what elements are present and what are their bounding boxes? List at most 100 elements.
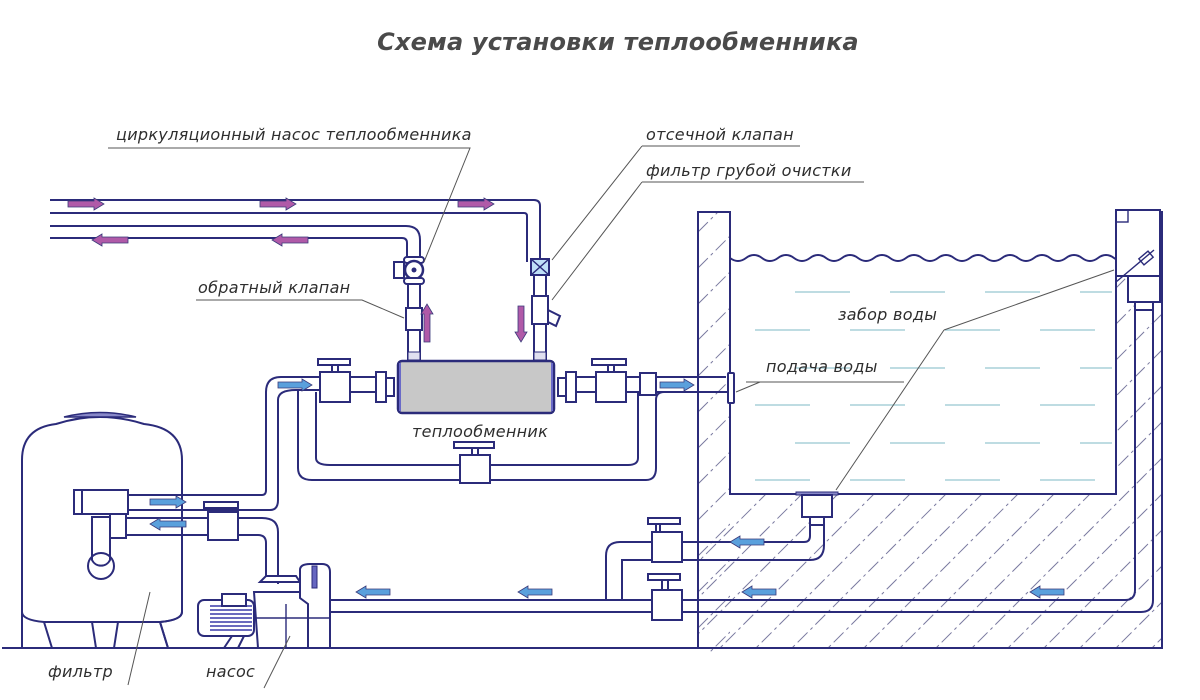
check-valve (405, 307, 423, 331)
valve-handle[interactable] (647, 517, 681, 525)
hatch-line (698, 595, 730, 629)
outlet-valve (591, 358, 627, 403)
hatch-line (887, 212, 1162, 648)
label-check-valve: обратный клапан (198, 278, 350, 297)
pool-floor-hatch (698, 200, 1200, 660)
leader-lines (108, 145, 1115, 689)
skimmer-valve (647, 573, 683, 621)
cold-flow-arrow (729, 535, 765, 549)
valve-handle[interactable] (453, 441, 495, 449)
heating-supply-top (50, 199, 541, 262)
cold-flow-arrow (277, 378, 313, 392)
hot-supply-arrow (457, 197, 495, 211)
hatch-line (698, 212, 1097, 648)
filter-outlet-pipe-top (128, 376, 320, 496)
filter-valve (203, 501, 239, 541)
hatch-line (995, 212, 1162, 648)
hot-return-arrow (91, 233, 129, 247)
valve-handle[interactable] (591, 358, 627, 366)
cold-flow-arrow (659, 378, 695, 392)
pump-strainer (299, 563, 331, 649)
hot-downcomer-arrow (514, 305, 528, 343)
hot-riser-arrow (420, 303, 434, 343)
coarse-filter (531, 295, 562, 328)
pump-to-filter-pipe-bottom (126, 534, 267, 580)
hatch-line (709, 631, 730, 652)
leader-water-intake (835, 269, 1115, 491)
skimmer-line-outer (330, 310, 1136, 601)
diagram-title: Схема установки теплообменника (377, 28, 859, 56)
cold-flow-arrow (149, 495, 187, 509)
hatch-line (1031, 212, 1162, 648)
hatch-line (698, 523, 730, 557)
hot-supply-arrow (67, 197, 105, 211)
label-shutoff-valve: отсечной клапан (646, 125, 794, 144)
hatch-line (698, 415, 730, 449)
circulation-pump-main (197, 563, 331, 649)
heat-exchanger-circulation-pump (393, 256, 425, 285)
skimmer (1115, 209, 1161, 311)
heating-return-bottom (50, 237, 408, 262)
cold-flow-arrow (517, 585, 553, 599)
leader-coarse-filter (551, 181, 864, 301)
skimmer-line-outer-b (990, 310, 1154, 613)
label-water-supply: подача воды (766, 357, 878, 376)
hatch-line (959, 212, 1162, 648)
pool-walls-outline (697, 211, 1163, 649)
hatch-line (698, 307, 730, 341)
water-surface (729, 254, 1147, 262)
hatch-line (698, 379, 730, 413)
hatch-line (1067, 212, 1162, 648)
leader-check-valve (196, 299, 405, 319)
hatch-line (698, 668, 730, 700)
hatch-line (698, 559, 730, 593)
hatch-line (698, 271, 730, 305)
hot-supply-arrow (259, 197, 297, 211)
cold-flow-arrow (741, 585, 777, 599)
hot-return-arrow (271, 233, 309, 247)
label-pump: насос (206, 662, 255, 681)
label-heat-exchanger: теплообменник (412, 422, 548, 441)
hatch-line (698, 235, 730, 269)
leader-filter (127, 591, 151, 686)
cold-flow-arrow (1029, 585, 1065, 599)
pump-to-filter-pipe-top (126, 517, 279, 584)
heating-supply-bottom (50, 212, 528, 262)
sand-filter (21, 411, 183, 649)
bypass-valve (453, 441, 495, 484)
water-inlet-fitting (727, 372, 735, 404)
shutoff-valve (530, 258, 550, 276)
leader-pump (263, 635, 291, 689)
leader-shutoff-valve (551, 145, 800, 261)
heat-exchanger (396, 359, 556, 415)
hatch-line (707, 212, 1162, 648)
inlet-valve (317, 358, 351, 403)
cold-flow-arrow (355, 585, 391, 599)
flow-arrows (67, 197, 1065, 599)
label-circulation-pump: циркуляционный насос теплообменника (116, 125, 472, 144)
left-wall-hatch (698, 212, 730, 700)
drain-line-bottom (621, 525, 825, 600)
hatch-line (698, 343, 730, 377)
hatch-line (698, 451, 730, 485)
filter-outlet-pipe-bottom (128, 389, 320, 511)
hatch-line (698, 212, 719, 233)
heating-return-top (50, 225, 421, 262)
hatch-line (1176, 200, 1200, 660)
label-coarse-filter: фильтр грубой очистки (646, 161, 852, 180)
drain-valve (647, 517, 683, 563)
cold-flow-arrow (149, 517, 187, 531)
leader-water-supply (735, 381, 904, 393)
leader-circulation-pump (108, 147, 471, 263)
bypass-outer (297, 390, 728, 481)
label-filter: фильтр (48, 662, 113, 681)
pool-basin (697, 200, 1200, 700)
hatch-line (698, 487, 730, 521)
drain-line-top (605, 525, 811, 600)
filter-legs (43, 621, 169, 649)
valve-handle[interactable] (317, 358, 351, 366)
water-lines (755, 291, 1112, 481)
valve-handle[interactable] (203, 501, 239, 509)
bottom-drain (795, 491, 839, 526)
